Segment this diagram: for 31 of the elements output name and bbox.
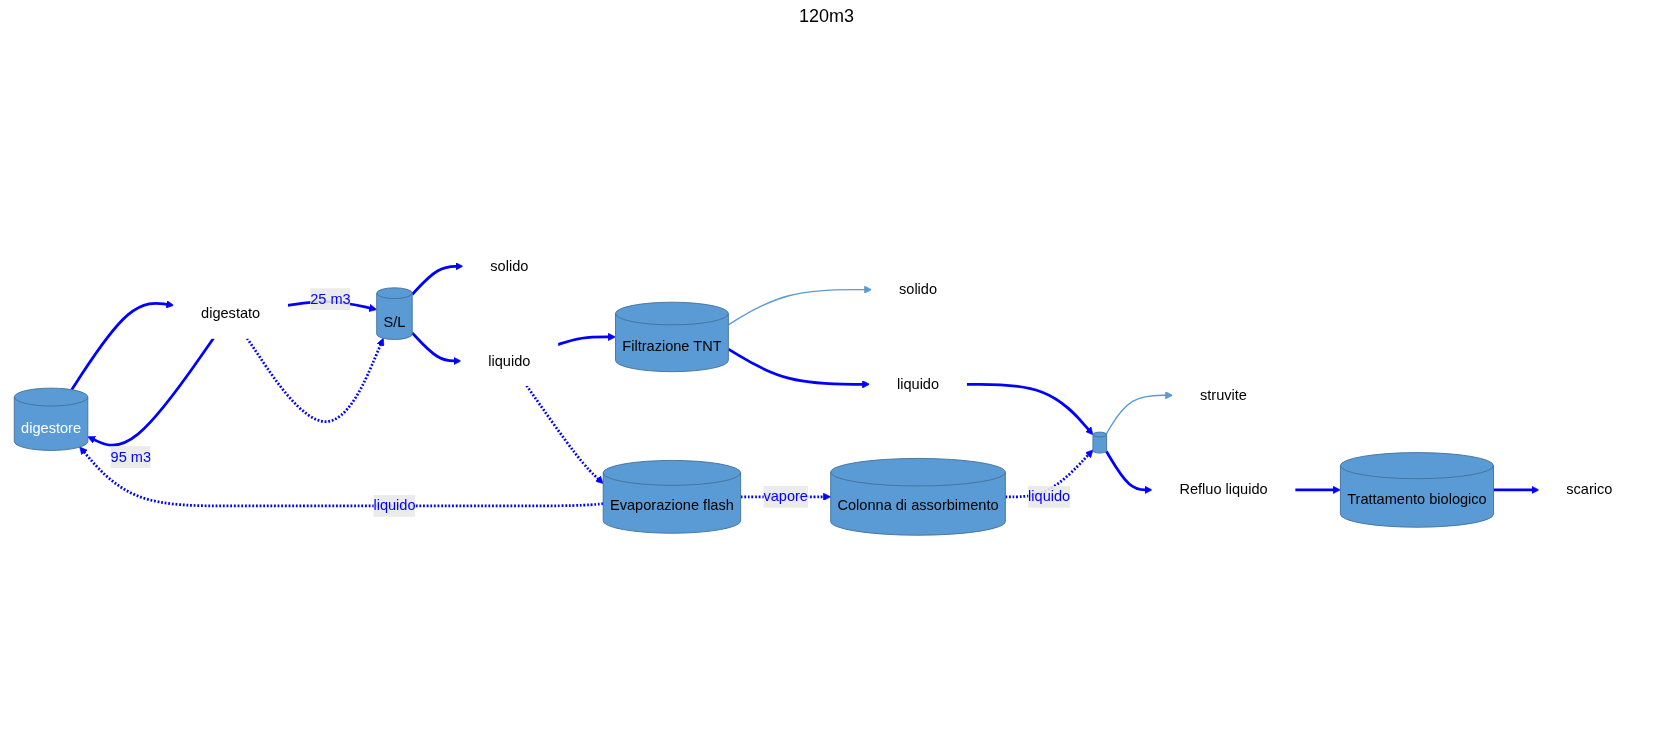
node-text: solido — [489, 258, 528, 274]
arrow — [245, 337, 384, 423]
arrow — [727, 347, 870, 389]
node-cylinder — [1092, 431, 1107, 454]
node-text: scarico — [1565, 481, 1612, 498]
arrow — [86, 337, 215, 447]
arrow — [1294, 485, 1341, 494]
arrow — [410, 262, 463, 296]
node-text: struvite — [1199, 387, 1247, 403]
edge-label: liquido — [372, 497, 416, 514]
edge-label: liquido — [1027, 488, 1070, 505]
node-text: digestato — [200, 305, 260, 321]
arrow — [1105, 391, 1173, 435]
edge-label: vapore — [762, 488, 808, 505]
node-text: liquido — [487, 352, 530, 369]
note: 120m3 — [798, 6, 854, 26]
node-text: liquido — [896, 376, 939, 392]
arrow — [727, 285, 872, 326]
arrow — [556, 332, 616, 346]
arrow — [1004, 449, 1093, 499]
edge-label: 95 m3 — [110, 448, 151, 465]
node-text: Refluo liquido — [1178, 481, 1268, 498]
arrow — [1493, 485, 1539, 494]
arrow — [965, 382, 1093, 436]
arrow — [1104, 450, 1152, 494]
arrow — [524, 384, 604, 484]
edge-label: 25 m3 — [309, 290, 351, 307]
arrow — [78, 446, 603, 508]
arrow — [410, 331, 461, 365]
arrow — [70, 300, 174, 391]
node-text: solido — [898, 281, 937, 297]
